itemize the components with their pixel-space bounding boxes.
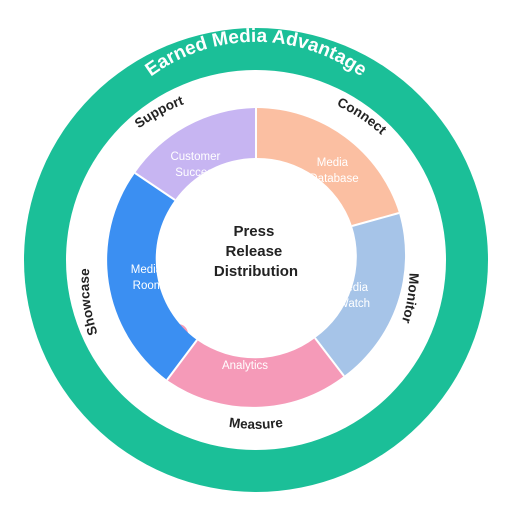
customer-success-label: Customer Success — [170, 151, 223, 179]
tab-media-database — [260, 132, 280, 152]
media-database-label: Media Database — [309, 157, 358, 185]
analytics-label: Analytics — [222, 360, 268, 372]
piece-media-watch — [315, 213, 406, 376]
stage-measure: Measure — [228, 415, 284, 432]
center-circle — [176, 175, 336, 335]
piece-media-room — [107, 173, 197, 380]
media-watch-label: Media Watch — [337, 282, 372, 310]
piece-separators — [134, 108, 400, 381]
center-title: Press Release Distribution — [214, 223, 298, 280]
piece-media-database — [256, 108, 399, 226]
media-room-label: Media Room — [131, 264, 166, 292]
piece-customer-success — [135, 108, 256, 200]
svg-text:Measure: Measure — [228, 415, 284, 432]
piece-analytics — [167, 338, 344, 407]
